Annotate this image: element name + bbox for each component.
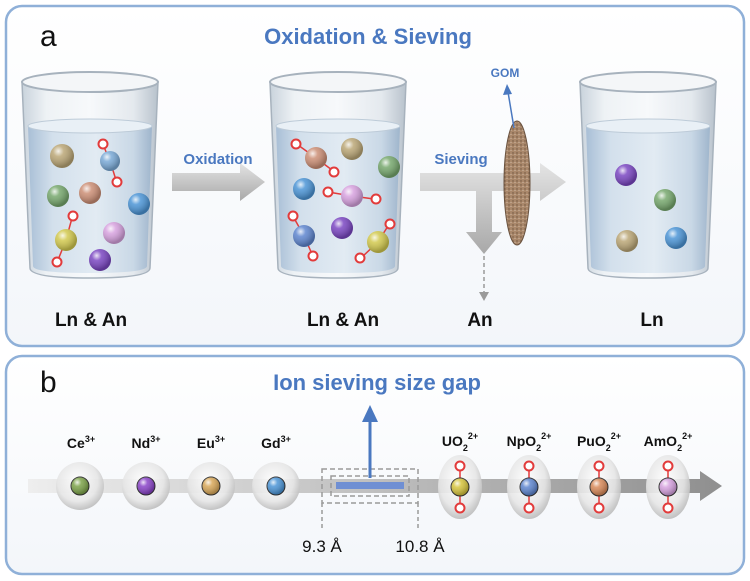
actinyl-pu: PuO22+: [577, 431, 621, 519]
panel-b-letter: b: [40, 366, 57, 399]
oxygen-atom: [523, 460, 535, 472]
gap-inner-box: [330, 475, 410, 497]
panel-b-frame: [4, 354, 746, 576]
actinyl-am: AmO22+: [644, 431, 693, 519]
ion-label-np: NpO22+: [507, 431, 552, 453]
gap-min-label: 9.3 Å: [302, 537, 342, 556]
panel-a-title: Oxidation & Sieving: [264, 24, 472, 49]
ion-label-eu: Eu3+: [197, 434, 225, 451]
oxygen-atom: [454, 502, 466, 514]
oxidation-arrow: [172, 163, 265, 201]
ion-label-pu: PuO22+: [577, 431, 621, 453]
sieving-label: Sieving: [434, 151, 487, 168]
oxygen-atom: [51, 256, 63, 268]
ion-label-am: AmO22+: [644, 431, 693, 453]
panel-b-title: Ion sieving size gap: [273, 370, 481, 395]
lanthanide-gd: Gd3+: [252, 434, 300, 510]
actinyl-np: NpO22+: [507, 431, 552, 519]
caption-beaker-3: Ln: [640, 310, 663, 331]
gom-label: GOM: [491, 66, 520, 80]
oxygen-atom: [384, 218, 396, 230]
oxygen-atom: [97, 138, 109, 150]
lanthanide-nd: Nd3+: [122, 434, 170, 510]
lanthanide-ce: Ce3+: [56, 434, 104, 510]
ion-label-u: UO22+: [442, 431, 478, 453]
oxygen-atom: [370, 193, 382, 205]
caption-beaker-2: Ln & An: [307, 310, 379, 331]
oxygen-atom: [287, 210, 299, 222]
oxygen-atom: [662, 460, 674, 472]
panel-a-letter: a: [40, 20, 57, 53]
oxygen-atom: [328, 166, 340, 178]
beaker-1: [21, 71, 159, 279]
gap-max-label: 10.8 Å: [395, 537, 445, 556]
gom-pointer: [507, 91, 515, 129]
beaker-3: [579, 71, 717, 279]
ion-group-beaker-1: [47, 138, 150, 271]
lanthanide-eu: Eu3+: [187, 434, 235, 510]
oxidation-label: Oxidation: [183, 151, 252, 168]
oxygen-atom: [454, 460, 466, 472]
oxygen-atom: [523, 502, 535, 514]
ion-label-nd: Nd3+: [132, 434, 161, 451]
oxygen-atom: [322, 186, 334, 198]
oxygen-atom: [290, 138, 302, 150]
oxygen-atom: [67, 210, 79, 222]
actinyl-u: UO22+: [438, 431, 482, 519]
oxygen-atom: [354, 252, 366, 264]
oxygen-atom: [307, 250, 319, 262]
oxygen-atom: [111, 176, 123, 188]
ion-label-gd: Gd3+: [261, 434, 291, 451]
caption-permeate: An: [467, 310, 492, 331]
ion-group-beaker-2: [287, 138, 400, 264]
gom-membrane: [503, 120, 531, 246]
gap-bar: [336, 482, 404, 489]
oxygen-atom: [662, 502, 674, 514]
caption-beaker-1: Ln & An: [55, 310, 127, 331]
oxygen-atom: [593, 460, 605, 472]
oxygen-atom: [593, 502, 605, 514]
ion-group-beaker-3: [615, 164, 687, 252]
ion-label-ce: Ce3+: [67, 434, 95, 451]
